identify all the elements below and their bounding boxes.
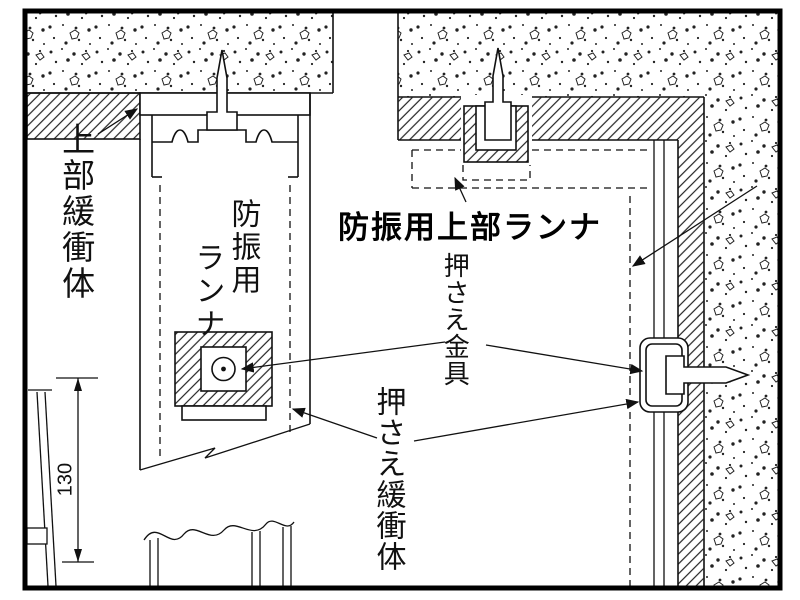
label-dimension-130: 130	[54, 462, 77, 497]
left-detail-section	[26, 13, 334, 587]
label-title: 防振用上部ランナ	[338, 210, 602, 245]
leader-buffer-left	[291, 407, 378, 439]
concrete-slab-left	[27, 13, 333, 93]
label-upper-buffer: 上部緩衝体	[57, 122, 95, 302]
leader-lines	[97, 108, 758, 442]
drive-pin-right-top-icon	[484, 47, 512, 141]
leader-wall-furring	[631, 185, 758, 267]
dimension-annotation	[56, 377, 98, 563]
drive-pin-right-side-icon	[665, 355, 751, 395]
holding-buffer-pad-left	[181, 405, 267, 421]
leader-title	[454, 176, 467, 203]
label-holding-buffer: 押さえ緩衝体	[371, 386, 405, 572]
leader-upper-buffer	[97, 108, 139, 135]
drawing-frame	[22, 8, 783, 591]
hidden-upper-runner	[411, 149, 652, 586]
vibration-isolator-profile	[152, 129, 298, 143]
concrete-slab-wall-right	[398, 13, 778, 586]
right-detail-section	[397, 13, 778, 586]
leader-bracket-left	[240, 341, 446, 373]
lower-left-edge	[26, 389, 57, 587]
label-holding-bracket: 押さえ金具	[440, 252, 471, 387]
slab-edge-hatch	[26, 92, 141, 140]
label-runner-line1: 防振用	[226, 198, 260, 297]
break-line	[139, 423, 311, 471]
lower-boards	[143, 520, 295, 586]
label-runner-line2: ランナ	[190, 242, 224, 341]
leader-buffer-right	[413, 398, 640, 442]
drive-pin-left-icon	[206, 49, 238, 131]
leader-bracket-right	[485, 344, 644, 375]
